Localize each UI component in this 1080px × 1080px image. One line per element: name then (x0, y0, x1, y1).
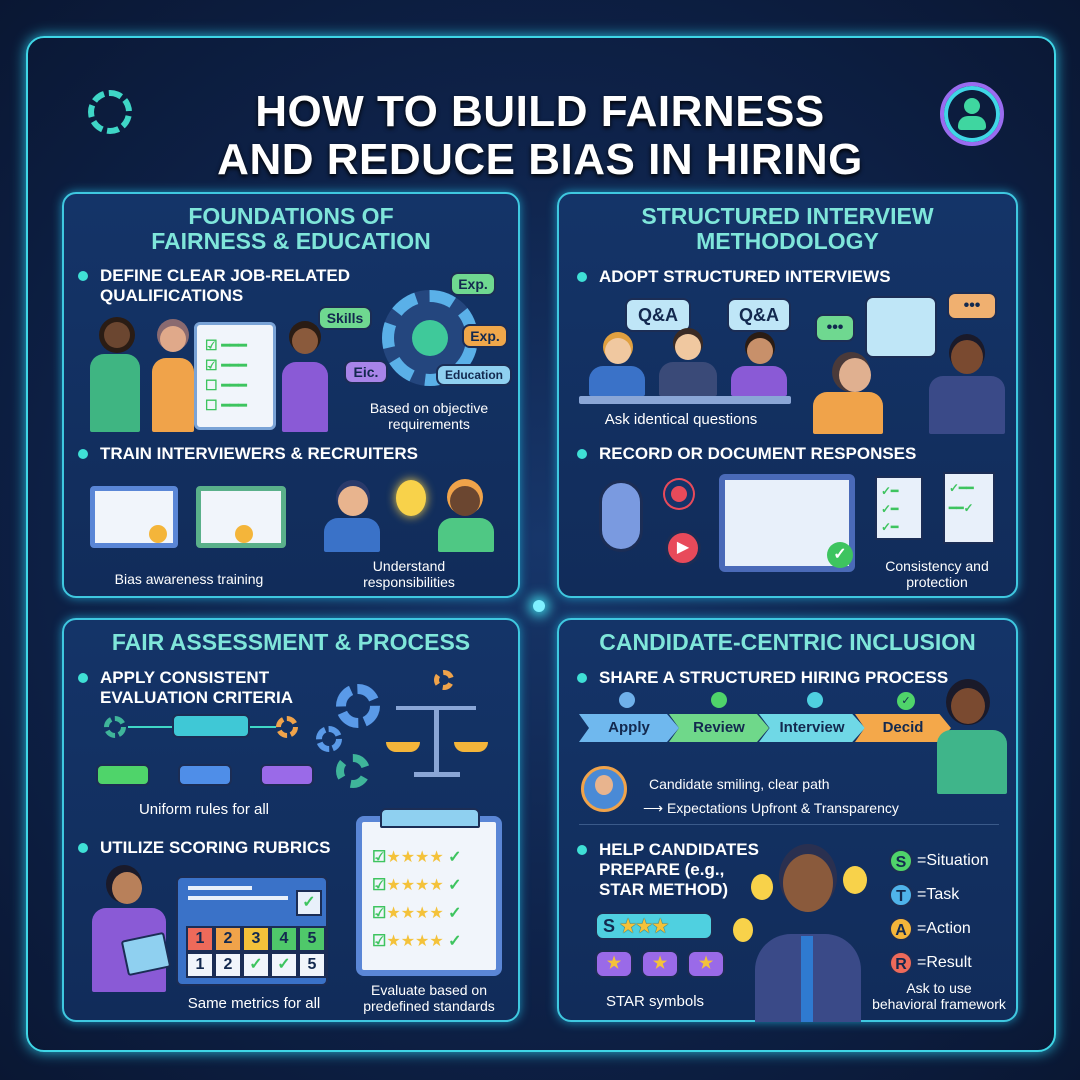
panel-candidate-inclusion: CANDIDATE-CENTRIC INCLUSION SHARE A STRU… (557, 618, 1018, 1022)
caption: STAR symbols (605, 993, 705, 1010)
interview-panel-illustration (579, 334, 791, 406)
step-review: Review (669, 714, 769, 742)
conversation-illustration: ••• ••• (805, 292, 1005, 434)
rubric-cell: 4 (270, 926, 298, 952)
caption: ⟶ Expectations Upfront & Transparency (643, 800, 899, 816)
qa-bubble: Q&A (727, 298, 791, 332)
checklist-document-icon: ✓━━━━✓ (943, 472, 995, 544)
step-interview: Interview (759, 714, 865, 742)
center-node-icon (533, 600, 545, 612)
tag-exp: Exp. (450, 272, 496, 296)
panel-title: FAIR ASSESSMENT & PROCESS (111, 629, 471, 655)
rubric-cell: ✓ (270, 952, 298, 978)
star-symbol-badge: S ★★★ (595, 912, 713, 940)
star-rating-clipboard: ☑★★★★ ✓☑★★★★ ✓☑★★★★ ✓☑★★★★ ✓ (356, 808, 502, 976)
outer-frame (26, 36, 1056, 1052)
woman-clipboard-illustration (84, 868, 174, 992)
bullet-share-process: SHARE A STRUCTURED HIRING PROCESS (577, 668, 948, 688)
certificate-icon (90, 486, 178, 548)
rubric-card: ✓ 1 2 3 4 5 1 2 ✓ ✓ 5 (176, 876, 328, 986)
monitor-document-icon: ✓ (719, 474, 855, 572)
candidate-avatar (581, 766, 627, 812)
step-decide: Decid (855, 714, 951, 742)
certificate-icon (196, 486, 286, 548)
divider (579, 824, 999, 825)
star-blocks: ★ ★ ★ (595, 950, 735, 980)
star-item: A=Action (889, 912, 1017, 946)
lightbulb-icon (843, 866, 867, 894)
rubric-cell: 1 (186, 926, 214, 952)
bullet-adopt-structured: ADOPT STRUCTURED INTERVIEWS (577, 267, 891, 287)
record-icon (671, 486, 687, 502)
scales-gears-illustration (314, 670, 514, 790)
caption: Candidate smiling, clear path (649, 776, 830, 792)
process-steps: ✓ Apply Review Interview Decid (579, 692, 951, 748)
bullet-train-interviewers: TRAIN INTERVIEWERS & RECRUITERS (78, 444, 418, 464)
flowchart-illustration (92, 710, 318, 790)
gear-icon (88, 90, 132, 134)
user-profile-icon (940, 82, 1004, 146)
presenter-woman-illustration (931, 684, 1011, 794)
lightbulb-icon (751, 874, 773, 900)
star-item: S=Situation (889, 844, 1017, 878)
play-icon: ▶ (665, 530, 701, 566)
microphone-icon (599, 480, 643, 552)
caption: Bias awareness training (114, 571, 264, 587)
step-apply: Apply (579, 714, 679, 742)
caption: Same metrics for all (187, 995, 321, 1012)
rubric-cell: 5 (298, 926, 326, 952)
tag-exp: Exp. (462, 324, 508, 348)
qa-bubble: Q&A (625, 298, 691, 332)
bullet-record-document: RECORD OR DOCUMENT RESPONSES (577, 444, 916, 464)
checklist-document-icon: ✓━✓━✓━ (875, 476, 923, 540)
rubric-cell: 2 (214, 926, 242, 952)
lightbulb-icon (733, 918, 753, 942)
bullet-scoring-rubrics: UTILIZE SCORING RUBRICS (78, 838, 330, 858)
star-item: R=Result (889, 946, 1017, 980)
tag-education: Education (436, 364, 512, 386)
caption: Uniform rules for all (138, 801, 270, 818)
tag-etc: Eic. (344, 360, 388, 384)
star-item: T=Task (889, 878, 1017, 912)
panel-title: CANDIDATE-CENTRIC INCLUSION (599, 629, 976, 655)
caption: Ask identical questions (604, 411, 758, 428)
team-illustration: ☑ ━━━☑ ━━━☐ ━━━☐ ━━━ (82, 322, 332, 432)
rubric-cell: 3 (242, 926, 270, 952)
rubric-cell: ✓ (242, 952, 270, 978)
people-lightbulb-illustration (310, 472, 510, 552)
rubric-cell: 5 (298, 952, 326, 978)
star-method-list: S=Situation T=Task A=Action R=Result (889, 844, 1017, 980)
tag-skills: Skills (318, 306, 372, 330)
panel-fair-assessment: FAIR ASSESSMENT & PROCESS APPLY CONSISTE… (62, 618, 520, 1022)
smiling-man-illustration (753, 844, 863, 1024)
rubric-cell: 1 (186, 952, 214, 978)
rubric-cell: 2 (214, 952, 242, 978)
